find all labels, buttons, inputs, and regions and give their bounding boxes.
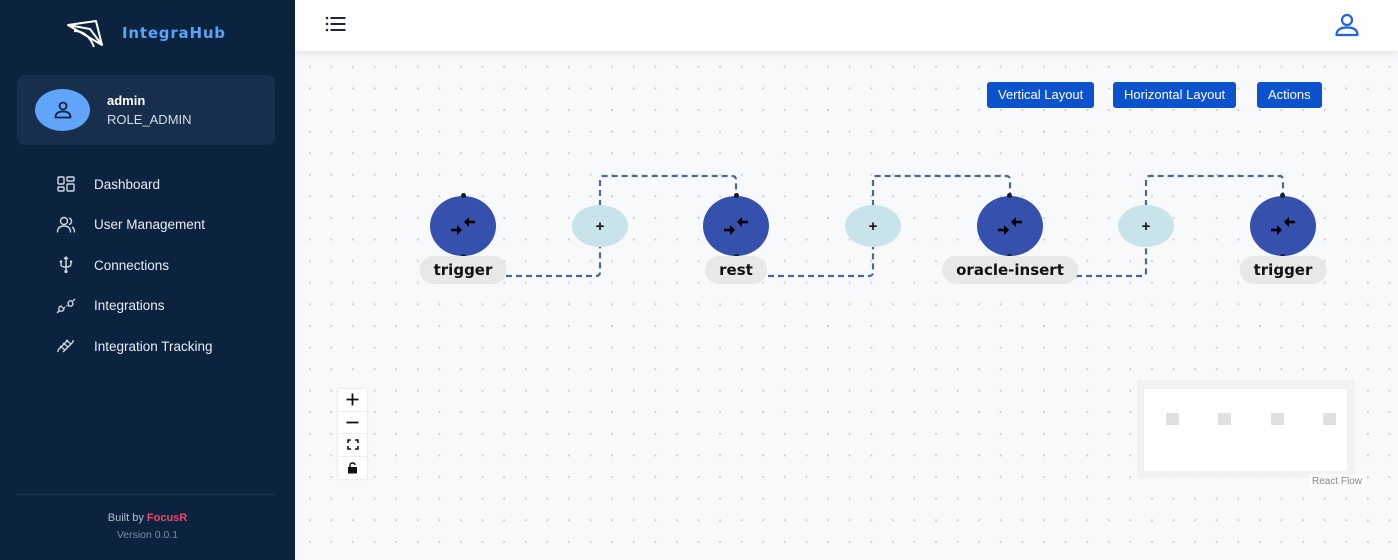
edge-trigger-to-add-1 bbox=[506, 246, 602, 278]
track-icon bbox=[56, 336, 76, 356]
compress-arrows-icon bbox=[451, 217, 475, 235]
add-node-button[interactable]: + bbox=[1118, 205, 1174, 247]
top-header bbox=[295, 0, 1398, 51]
user-name: admin bbox=[107, 93, 146, 108]
sidebar-item-label: Dashboard bbox=[94, 176, 161, 192]
fit-view-icon bbox=[346, 439, 359, 451]
minimap-node bbox=[1166, 413, 1179, 425]
sidebar: IntegraHub admin ROLE_ADMIN Dashboard bbox=[0, 0, 295, 560]
user-role: ROLE_ADMIN bbox=[107, 112, 192, 127]
lock-toggle-button[interactable] bbox=[338, 457, 367, 480]
minimap-node bbox=[1271, 413, 1284, 425]
unlock-icon bbox=[348, 462, 357, 474]
node-label[interactable]: rest bbox=[705, 256, 767, 284]
actions-button[interactable]: Actions bbox=[1257, 82, 1322, 108]
minimap-node bbox=[1323, 413, 1336, 425]
minus-icon bbox=[346, 421, 359, 424]
version-text: Version 0.0.1 bbox=[116, 529, 179, 541]
sidebar-item-label: Connections bbox=[94, 257, 170, 273]
flow-node-trigger-end[interactable] bbox=[1250, 196, 1316, 256]
dashboard-grid-icon bbox=[56, 174, 76, 194]
flow-canvas[interactable]: Vertical Layout Horizontal Layout Action… bbox=[295, 51, 1398, 560]
user-icon bbox=[54, 101, 71, 119]
fit-view-button[interactable] bbox=[338, 434, 367, 457]
integrahub-logo-icon bbox=[67, 20, 103, 48]
built-by-text: Built by FocusR bbox=[0, 512, 295, 524]
node-handle-top[interactable] bbox=[461, 193, 466, 198]
compress-arrows-icon bbox=[724, 217, 748, 235]
node-handle-top[interactable] bbox=[734, 193, 739, 198]
users-icon bbox=[56, 215, 76, 235]
edge-oracle-to-add-3 bbox=[1076, 246, 1148, 278]
compress-arrows-icon bbox=[1271, 217, 1295, 235]
edge-add-1-to-rest bbox=[598, 174, 738, 206]
user-profile-icon bbox=[1335, 13, 1359, 37]
flow-node-trigger-start[interactable] bbox=[430, 196, 496, 256]
vertical-layout-button[interactable]: Vertical Layout bbox=[987, 82, 1095, 108]
plug-icon bbox=[56, 296, 76, 316]
brand[interactable]: IntegraHub bbox=[66, 17, 226, 49]
sidebar-item-integrations[interactable]: Integrations bbox=[0, 286, 295, 327]
minimap-viewport[interactable] bbox=[1144, 389, 1347, 471]
add-node-button[interactable]: + bbox=[572, 205, 628, 247]
brand-name: IntegraHub bbox=[122, 24, 226, 42]
avatar bbox=[35, 89, 90, 131]
built-by-brand[interactable]: FocusR bbox=[146, 512, 188, 524]
user-card: admin ROLE_ADMIN bbox=[17, 75, 275, 145]
plus-icon bbox=[346, 393, 359, 406]
profile-button[interactable] bbox=[1334, 12, 1360, 38]
usb-icon bbox=[56, 255, 76, 275]
list-menu-icon bbox=[325, 16, 346, 32]
node-label[interactable]: trigger bbox=[1239, 256, 1327, 284]
menu-toggle-button[interactable] bbox=[325, 14, 349, 36]
node-handle-top[interactable] bbox=[1007, 193, 1012, 198]
add-node-button[interactable]: + bbox=[845, 205, 901, 247]
minimap-node bbox=[1218, 413, 1231, 425]
edge-rest-to-add-2 bbox=[768, 246, 875, 278]
sidebar-item-label: User Management bbox=[94, 217, 206, 233]
compress-arrows-icon bbox=[998, 217, 1022, 235]
node-label[interactable]: trigger bbox=[419, 256, 507, 284]
minimap[interactable] bbox=[1137, 380, 1355, 478]
flow-node-rest[interactable] bbox=[703, 196, 769, 256]
sidebar-item-label: Integrations bbox=[94, 298, 165, 314]
sidebar-item-integration-tracking[interactable]: Integration Tracking bbox=[0, 326, 295, 367]
react-flow-attribution[interactable]: React Flow bbox=[1309, 474, 1366, 489]
sidebar-nav: Dashboard User Management bbox=[0, 164, 295, 367]
sidebar-item-connections[interactable]: Connections bbox=[0, 245, 295, 286]
sidebar-divider bbox=[17, 494, 275, 495]
sidebar-item-label: Integration Tracking bbox=[94, 338, 213, 354]
built-by-prefix: Built by bbox=[107, 512, 144, 524]
flow-edges bbox=[506, 174, 1285, 278]
node-label[interactable]: oracle-insert bbox=[942, 256, 1078, 284]
flow-node-oracle-insert[interactable] bbox=[977, 196, 1043, 256]
horizontal-layout-button[interactable]: Horizontal Layout bbox=[1113, 82, 1237, 108]
zoom-in-button[interactable] bbox=[338, 389, 367, 412]
zoom-out-button[interactable] bbox=[338, 412, 367, 434]
node-handle-top[interactable] bbox=[1280, 193, 1285, 198]
flow-controls bbox=[338, 389, 367, 479]
sidebar-item-dashboard[interactable]: Dashboard bbox=[0, 164, 295, 205]
sidebar-item-user-management[interactable]: User Management bbox=[0, 205, 295, 246]
